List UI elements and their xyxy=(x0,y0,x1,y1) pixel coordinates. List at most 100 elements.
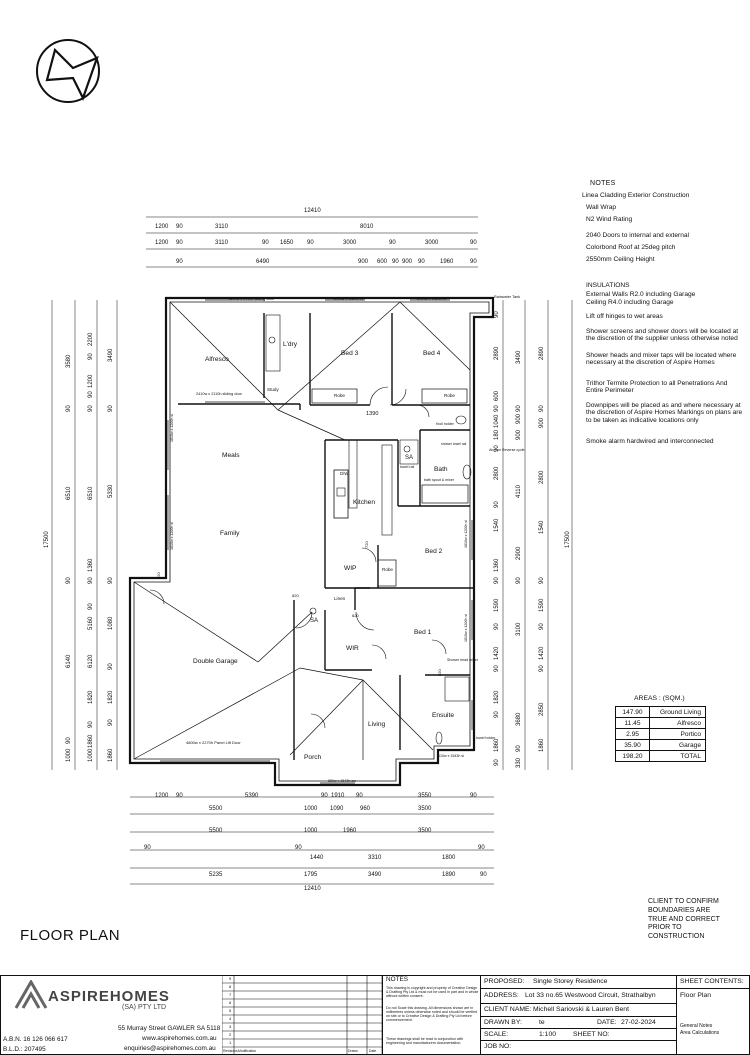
dim: 90 xyxy=(108,663,114,670)
room-linen: Linen xyxy=(334,596,346,601)
dim: 3000 xyxy=(425,240,439,246)
room-laundry: L'dry xyxy=(283,341,298,348)
dim: 1650 xyxy=(280,240,294,246)
dim: 6140 xyxy=(66,654,72,668)
dim: 90 xyxy=(392,259,399,265)
room-kitchen: Kitchen xyxy=(353,499,375,506)
drawn-col-label: Drawn xyxy=(348,1049,358,1053)
robe-bed2 xyxy=(377,559,397,587)
note-item: Ceiling R4.0 including Garage xyxy=(586,299,674,306)
area-label: Portico xyxy=(649,728,706,740)
dim: 90 xyxy=(88,391,94,398)
dim: 90 xyxy=(88,721,94,728)
revision-number: 5 xyxy=(229,1008,232,1013)
sheet-no-label: SHEET NO: xyxy=(573,1031,610,1038)
note-item: Wall Wrap xyxy=(586,204,617,211)
area-value: 35.90 xyxy=(615,739,650,751)
kitchen-cupboards xyxy=(381,444,393,536)
dim: 1795 xyxy=(304,872,318,878)
aircon-label: Air Con Reverse cycle xyxy=(489,448,525,452)
dim: 3580 xyxy=(66,354,72,368)
revision-number: 1 xyxy=(229,1040,232,1045)
dim: 1420 xyxy=(494,646,500,660)
dim: 3490 xyxy=(368,872,382,878)
door-size: 820 xyxy=(437,669,442,676)
dim: 2850 xyxy=(539,702,545,716)
area-value: 198.20 xyxy=(615,750,650,762)
dim: 330 xyxy=(516,757,522,768)
garage-door-label: 4800w x 2270h Panel Lift Door xyxy=(186,740,241,745)
tb-note-scale: Do not Scale this drawing. All dimension… xyxy=(386,1006,478,1023)
dim: 1820 xyxy=(88,690,94,704)
dim: 1000 xyxy=(304,806,318,812)
dim: 960 xyxy=(360,806,371,812)
dim: 1200 xyxy=(155,240,169,246)
dim: 90 xyxy=(176,240,183,246)
toilet-wc xyxy=(455,415,467,425)
room-bed3: Bed 3 xyxy=(341,350,359,357)
note-item: External Walls R2.0 including Garage xyxy=(586,291,696,298)
room-bath: Bath xyxy=(434,466,448,473)
revision-number: 8 xyxy=(229,984,232,989)
dim: 1000 xyxy=(88,748,94,762)
modification-col-label: Modification xyxy=(238,1049,257,1053)
scale-value: 1:100 xyxy=(539,1031,557,1038)
dim: 90 xyxy=(66,405,72,412)
dim: 3100 xyxy=(516,622,522,636)
dim: 1360 xyxy=(88,558,94,572)
area-label: TOTAL xyxy=(649,750,706,762)
dim: 5330 xyxy=(108,484,114,498)
dim: 90 xyxy=(295,845,302,851)
dim: 90 xyxy=(418,259,425,265)
dim: 90 xyxy=(478,845,485,851)
drawn-by-value: te xyxy=(539,1019,545,1026)
dim: 90 xyxy=(66,737,72,744)
client-label: CLIENT NAME: xyxy=(484,1006,532,1013)
laundry-bench xyxy=(265,314,281,372)
dim: 90 xyxy=(480,872,487,878)
client-value: Michell Sariovski & Lauren Bent xyxy=(533,1006,629,1013)
sheet-content-item: Floor Plan xyxy=(680,992,711,999)
revision-number: 9 xyxy=(229,976,232,981)
dim: 1000 xyxy=(304,828,318,834)
dim: 90 xyxy=(539,623,545,630)
dim: 5160 xyxy=(88,616,94,630)
sink xyxy=(336,487,346,497)
window-label: 1810w x 1200h sl xyxy=(170,414,174,442)
door-size: 620 xyxy=(352,613,359,618)
revisions-grid xyxy=(222,975,382,1055)
company-email: enquiries@aspirehomes.com.au xyxy=(124,1045,216,1052)
dim: 90 xyxy=(494,445,500,452)
dim: 1590 xyxy=(539,598,545,612)
dim: 90 xyxy=(470,793,477,799)
drawn-by-label: DRAWN BY: xyxy=(484,1019,522,1026)
scale-label: SCALE: xyxy=(484,1031,509,1038)
company-web: www.aspirehomes.com.au xyxy=(142,1035,217,1042)
dim: 90 xyxy=(516,405,522,412)
toilet-ensuite xyxy=(435,731,443,745)
dim: 2890 xyxy=(539,346,545,360)
robe-bed3 xyxy=(311,388,358,404)
fixture-label: Shower head mixer xyxy=(447,658,478,662)
sheet-contents-panel: SHEET CONTENTS: Floor Plan General Notes… xyxy=(676,975,750,1055)
date-label: DATE: xyxy=(597,1019,617,1026)
note-item: Downpipes will be placed as and where ne… xyxy=(586,402,743,424)
revision-number: 3 xyxy=(229,1024,232,1029)
page-title: FLOOR PLAN xyxy=(20,927,121,944)
note-item: Shower screens and shower doors will be … xyxy=(586,328,739,343)
window-label: 1810w x 1543h sl xyxy=(333,297,363,301)
dim: 3110 xyxy=(215,240,228,246)
dim: 2900 xyxy=(516,546,522,560)
robe-label-bed2: Robe xyxy=(382,567,393,572)
proposed-label: PROPOSED: xyxy=(484,978,525,985)
kitchen-bench xyxy=(333,469,349,519)
dim: 1860 xyxy=(539,738,545,752)
dim: 90 xyxy=(539,577,545,584)
dim-left-overall: 17500 xyxy=(44,531,50,548)
door-size: 1390 xyxy=(366,411,379,417)
company-address: 55 Murray Street GAWLER SA 5118 xyxy=(118,1025,221,1032)
